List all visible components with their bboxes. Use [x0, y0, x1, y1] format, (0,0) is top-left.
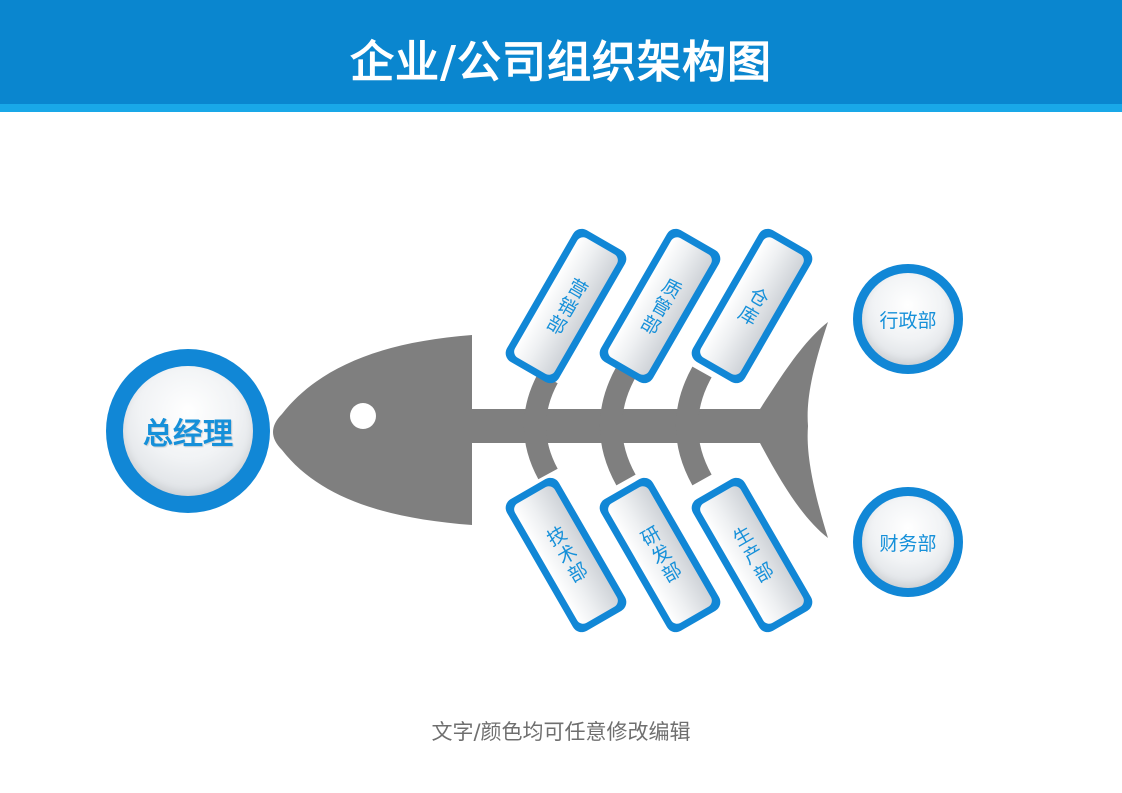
dept-admin[interactable]: 行政部	[853, 264, 963, 374]
dept-label: 研发部	[634, 522, 686, 588]
footer-note: 文字/颜色均可任意修改编辑	[431, 720, 691, 744]
ceo-label: 总经理	[143, 417, 233, 452]
ceo-node[interactable]: 总经理	[106, 349, 270, 513]
dept-label: 行政部	[879, 309, 937, 332]
dept-label: 技术部	[540, 522, 592, 588]
header-bar	[0, 0, 1122, 104]
dept-label: 生产部	[726, 522, 778, 588]
dept-label: 质管部	[634, 273, 686, 339]
header-stripe	[0, 104, 1122, 112]
dept-finance[interactable]: 财务部	[853, 487, 963, 597]
dept-label: 财务部	[879, 532, 937, 555]
page-title: 企业/公司组织架构图	[349, 37, 773, 88]
dept-label: 仓库	[731, 282, 773, 330]
dept-label: 营销部	[540, 273, 592, 339]
